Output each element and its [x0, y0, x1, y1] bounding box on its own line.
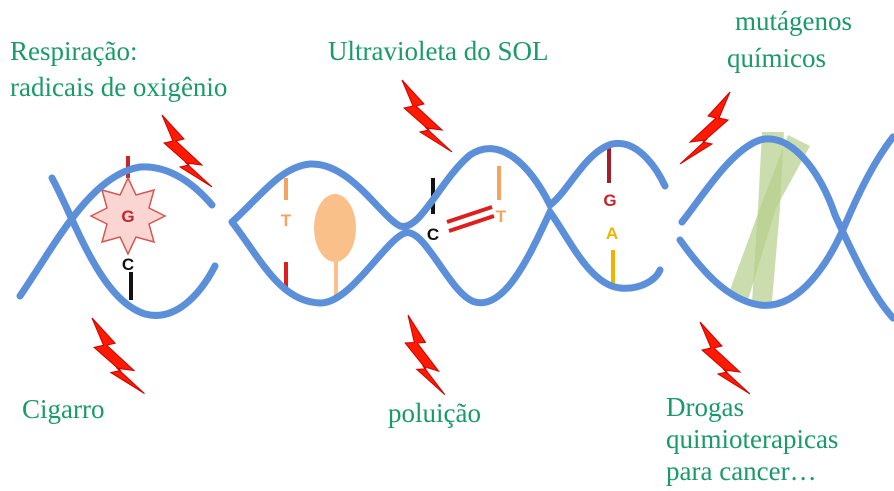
label-drugs-line2: quimioterapicas: [666, 424, 839, 454]
adduct-blob: [314, 194, 356, 262]
base-t-2: T: [496, 207, 507, 226]
label-respiration-line1: Respiração:: [10, 36, 138, 66]
lightning-bolt-icon: [91, 317, 146, 395]
dna-strand-1: [16, 135, 894, 322]
base-pairs: [126, 148, 615, 300]
dna-strand-2: [48, 133, 894, 319]
base-c-2: C: [427, 225, 439, 244]
lightning-bolt-icon: [679, 91, 731, 165]
dna-strands: [16, 133, 894, 322]
lightning-bolt-icon: [161, 114, 213, 188]
label-mutagens-line2: químicos: [727, 43, 826, 73]
label-mutagens-line1: mutágenos: [735, 6, 852, 36]
base-c-1: C: [122, 255, 134, 274]
base-a-1: A: [606, 224, 618, 243]
base-g-oxidized: G: [121, 207, 134, 226]
lightning-bolt-icon: [394, 314, 458, 396]
base-g-2: G: [603, 191, 616, 210]
lightning-bolt-icon: [699, 321, 751, 395]
base-t-1: T: [281, 211, 292, 230]
label-drugs-line1: Drogas: [666, 392, 744, 422]
label-pollution: poluição: [388, 398, 481, 428]
label-drugs-line3: para cancer…: [666, 456, 817, 486]
damage-star-marker: [89, 176, 167, 256]
base-letters: G C T C T G A: [121, 191, 618, 274]
label-cigarette: Cigarro: [22, 394, 105, 424]
label-uv: Ultravioleta do SOL: [328, 36, 549, 66]
crosslink-band: [730, 132, 810, 302]
thymine-dimer-crosslink: [446, 205, 495, 233]
label-respiration-line2: radicais de oxigênio: [10, 72, 228, 102]
lightning-bolt-icon: [401, 79, 453, 153]
